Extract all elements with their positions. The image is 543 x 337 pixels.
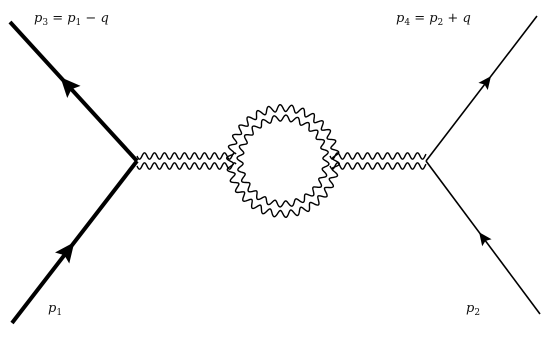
fermion-line-p4: [425, 15, 538, 162]
wavy-propagator-left-upper: [136, 152, 237, 160]
label-p4: p4 = p2 + q: [396, 11, 471, 28]
wavy-propagator-right-upper: [329, 152, 427, 160]
wavy-loop-outer: [225, 103, 341, 219]
arrow-p4-icon: [478, 76, 492, 90]
arrow-p2-icon: [479, 232, 492, 247]
double-wavy-propagators: [136, 103, 427, 219]
wavy-propagator-right-lower: [329, 162, 427, 170]
wavy-propagator-left-lower: [136, 162, 237, 170]
fermion-line-p1: [10, 159, 139, 325]
label-p1: p1: [48, 301, 62, 318]
label-p2: p2: [466, 301, 480, 318]
wavy-loop-inner: [236, 114, 330, 208]
arrow-p3-icon: [60, 77, 81, 99]
arrow-p1-icon: [55, 242, 75, 264]
fermion-line-p3: [8, 20, 139, 163]
label-p3: p3 = p1 − q: [34, 11, 109, 28]
